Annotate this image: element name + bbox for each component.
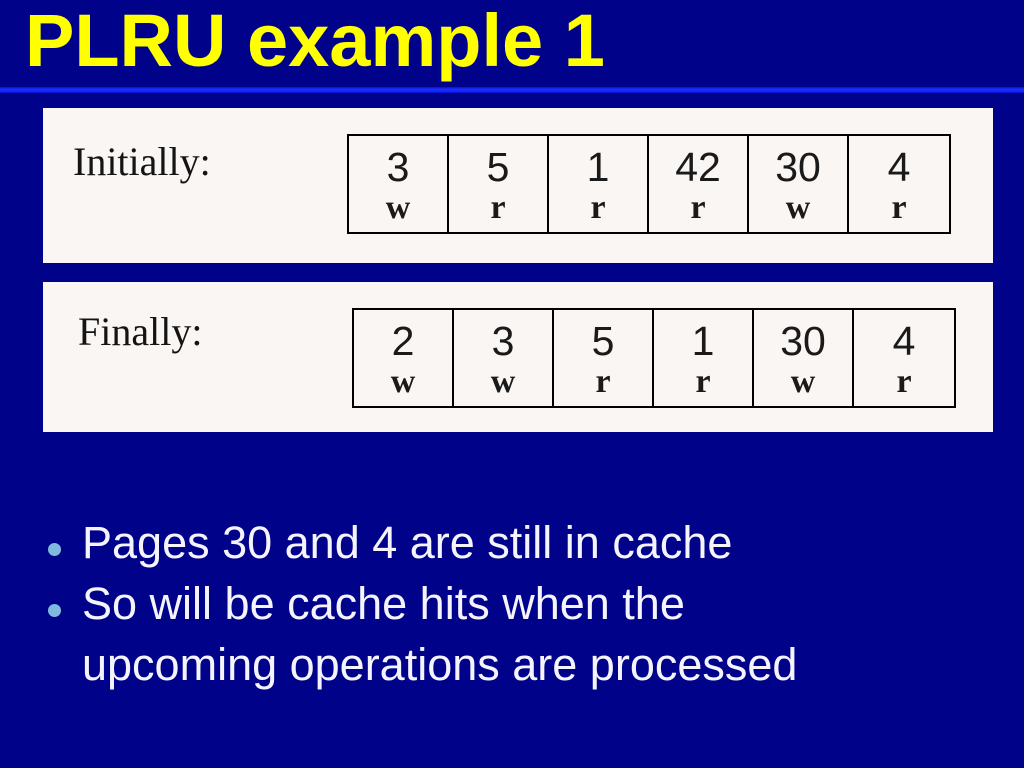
operation-letter: r bbox=[695, 363, 711, 400]
cache-slot: 42 r bbox=[649, 136, 749, 232]
cache-slot: 2 w bbox=[354, 310, 454, 406]
operation-letter: r bbox=[690, 189, 706, 226]
operation-letter: w bbox=[385, 189, 411, 226]
operation-letter: w bbox=[790, 363, 816, 400]
cache-slot: 30 w bbox=[754, 310, 854, 406]
cache-slot: 1 r bbox=[654, 310, 754, 406]
bullet-item: So will be cache hits when the upcoming … bbox=[45, 573, 975, 695]
operation-letter: w bbox=[785, 189, 811, 226]
title-divider-rule bbox=[0, 87, 1024, 93]
cache-slot: 5 r bbox=[449, 136, 549, 232]
operation-letter: r bbox=[891, 189, 907, 226]
operation-letter: r bbox=[490, 189, 506, 226]
page-number: 5 bbox=[591, 318, 615, 364]
page-number: 1 bbox=[586, 144, 610, 190]
final-cache-table: 2 w 3 w 5 r 1 r 30 w 4 r bbox=[352, 308, 956, 408]
page-number: 5 bbox=[486, 144, 510, 190]
bullet-icon bbox=[48, 604, 61, 617]
cache-slot: 3 w bbox=[454, 310, 554, 406]
cache-slot: 5 r bbox=[554, 310, 654, 406]
initial-label: Initially: bbox=[73, 139, 211, 184]
cache-slot: 3 w bbox=[349, 136, 449, 232]
page-number: 3 bbox=[491, 318, 515, 364]
slide-title: PLRU example 1 bbox=[25, 0, 605, 82]
initial-cache-table: 3 w 5 r 1 r 42 r 30 w 4 r bbox=[347, 134, 951, 234]
bullet-icon bbox=[48, 543, 61, 556]
bullet-text: upcoming operations are processed bbox=[82, 639, 798, 690]
page-number: 30 bbox=[775, 144, 821, 190]
bullet-text: Pages 30 and 4 are still in cache bbox=[82, 517, 733, 568]
cache-slot: 30 w bbox=[749, 136, 849, 232]
page-number: 4 bbox=[887, 144, 911, 190]
operation-letter: r bbox=[590, 189, 606, 226]
final-label: Finally: bbox=[78, 309, 203, 354]
page-number: 30 bbox=[780, 318, 826, 364]
bullet-list: Pages 30 and 4 are still in cache So wil… bbox=[45, 512, 975, 695]
page-number: 3 bbox=[386, 144, 410, 190]
final-state-panel: Finally: 2 w 3 w 5 r 1 r 30 w bbox=[43, 282, 993, 432]
operation-letter: r bbox=[595, 363, 611, 400]
page-number: 4 bbox=[892, 318, 916, 364]
page-number: 1 bbox=[691, 318, 715, 364]
page-number: 42 bbox=[675, 144, 721, 190]
operation-letter: w bbox=[390, 363, 416, 400]
bullet-item: Pages 30 and 4 are still in cache bbox=[45, 512, 975, 573]
cache-slot: 1 r bbox=[549, 136, 649, 232]
cache-slot: 4 r bbox=[854, 310, 954, 406]
bullet-text: So will be cache hits when the bbox=[82, 578, 685, 629]
page-number: 2 bbox=[391, 318, 415, 364]
operation-letter: w bbox=[490, 363, 516, 400]
operation-letter: r bbox=[896, 363, 912, 400]
cache-slot: 4 r bbox=[849, 136, 949, 232]
initial-state-panel: Initially: 3 w 5 r 1 r 42 r 30 w bbox=[43, 108, 993, 263]
